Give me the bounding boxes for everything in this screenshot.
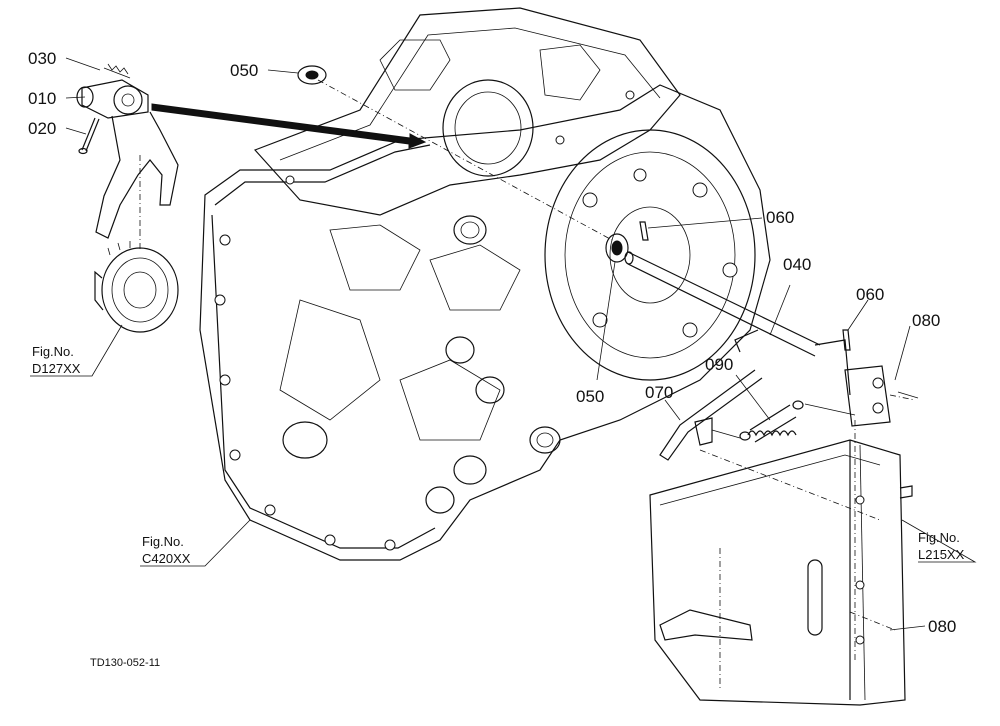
callout-050-mid: 050 <box>576 387 604 406</box>
figure-ref-c420: Fig.No. C420XX <box>142 534 191 566</box>
figure-ref-l215-label: Fig.No. <box>918 530 960 545</box>
bracket-part <box>649 439 913 706</box>
link-rod <box>659 369 763 461</box>
figure-ref-l215-code: L215XX <box>918 547 965 562</box>
figure-ref-l215: Fig.No. L215XX <box>918 530 965 562</box>
figure-ref-c420-code: C420XX <box>142 551 191 566</box>
callout-020: 020 <box>28 119 56 138</box>
callout-labels: 030 010 020 050 050 060 040 060 080 090 … <box>28 49 956 636</box>
transmission-case <box>199 7 771 561</box>
tension-spring <box>739 400 856 443</box>
assembly-arrow <box>151 103 427 149</box>
shift-fork-assembly <box>76 63 179 239</box>
shift-shaft <box>624 221 891 427</box>
coupling-part <box>94 230 179 333</box>
callout-050-top: 050 <box>230 61 258 80</box>
callout-080-top: 080 <box>912 311 940 330</box>
callout-080-bottom: 080 <box>928 617 956 636</box>
callout-040: 040 <box>783 255 811 274</box>
figure-ref-c420-label: Fig.No. <box>142 534 184 549</box>
callout-090: 090 <box>705 355 733 374</box>
center-lines <box>139 79 916 660</box>
callout-010: 010 <box>28 89 56 108</box>
oil-seal-mid <box>605 233 629 263</box>
figure-ref-d127-label: Fig.No. <box>32 344 74 359</box>
callout-060-top: 060 <box>766 208 794 227</box>
oil-seal-top <box>297 65 327 85</box>
callout-070: 070 <box>645 383 673 402</box>
figure-ref-d127-code: D127XX <box>32 361 81 376</box>
callout-030: 030 <box>28 49 56 68</box>
callout-060-right: 060 <box>856 285 884 304</box>
leader-lines <box>30 57 977 631</box>
figure-ref-d127: Fig.No. D127XX <box>32 344 81 376</box>
drawing-id: TD130-052-11 <box>90 657 160 669</box>
